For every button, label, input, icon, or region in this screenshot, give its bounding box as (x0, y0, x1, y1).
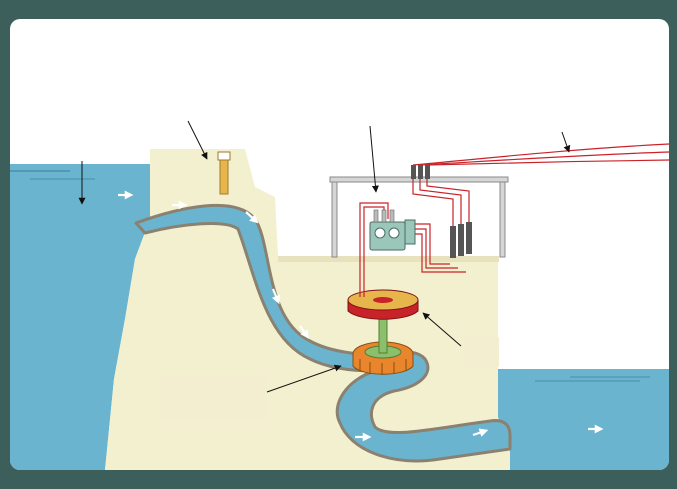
transformer-cable (415, 233, 466, 273)
flow-arrow (245, 211, 259, 224)
tower-cable (419, 179, 462, 224)
dam-body (105, 149, 510, 470)
generator (347, 289, 419, 320)
turbine (352, 341, 414, 375)
pointer-arrow-turbine (266, 364, 342, 393)
label-box (465, 337, 499, 367)
pointer-arrow-transformer (369, 125, 379, 193)
generator-shaft (378, 314, 388, 354)
tower-insulators (411, 165, 430, 179)
power-line (412, 143, 669, 166)
flow-arrow (271, 288, 281, 305)
intake-gate-top (217, 151, 231, 161)
penstock (134, 203, 512, 463)
hydroelectric-dam-diagram (10, 120, 669, 470)
power-line (419, 151, 669, 166)
transformer-cable (415, 223, 450, 265)
diagram-panel (10, 19, 669, 470)
transformer (369, 209, 416, 251)
power-line (426, 159, 669, 166)
transformer-cable (415, 228, 458, 269)
pointer-arrow-intake (187, 120, 208, 160)
reservoir-water (10, 164, 150, 470)
flow-arrow (299, 325, 310, 339)
tower-cable (426, 179, 470, 222)
generator-cable (359, 202, 389, 297)
transformer-frame (329, 176, 509, 258)
powerhouse-deck (278, 256, 499, 262)
tower-cable (412, 179, 454, 226)
flow-arrow (472, 428, 489, 437)
pointer-arrow-power-lines (561, 131, 571, 153)
river-water (498, 369, 669, 470)
pointer-arrow-generator (422, 312, 462, 347)
insulator-stack (450, 222, 472, 258)
label-box (160, 375, 267, 420)
